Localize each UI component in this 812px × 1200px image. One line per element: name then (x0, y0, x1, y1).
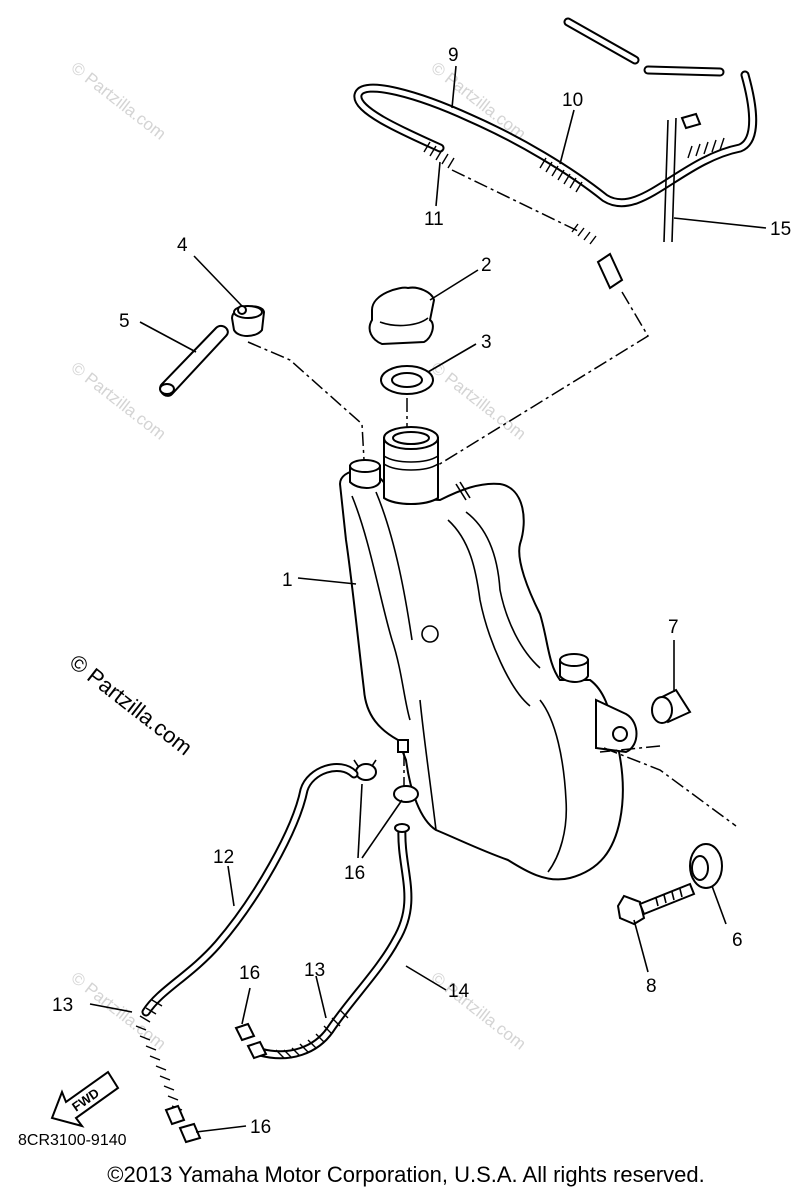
callout-6: 6 (732, 930, 743, 951)
breather-fitting (230, 305, 266, 337)
watermark-1: © Partzilla.com (68, 58, 170, 144)
callout-10: 10 (562, 90, 583, 111)
callout-13-left: 13 (52, 995, 73, 1016)
routing-line-mount (603, 747, 737, 827)
callout-7: 7 (668, 617, 679, 638)
routing-line-hose-neck (429, 291, 650, 471)
partzilla-watermark: © Partzilla.com (65, 649, 197, 760)
callout-9: 9 (448, 45, 459, 66)
callout-1: 1 (282, 570, 293, 591)
diagram-code: 8CR3100-9140 (18, 1132, 127, 1149)
watermark-6: © Partzilla.com (68, 968, 170, 1054)
overflow-hose (255, 823, 413, 1060)
routing-line-fitting (247, 341, 365, 461)
callout-14: 14 (448, 981, 470, 1002)
grommet (689, 843, 723, 889)
breather-pipe (159, 324, 229, 397)
callout-5: 5 (119, 311, 130, 332)
radiator-cap (368, 286, 436, 346)
callout-8: 8 (646, 976, 657, 997)
spring-guard-10 (539, 157, 583, 193)
callout-16-tank: 16 (344, 863, 365, 884)
leader-lines (89, 65, 767, 1133)
drain-hose (135, 762, 359, 1126)
routing-line-bolt (599, 745, 661, 753)
bolt (616, 882, 696, 926)
callout-11: 11 (424, 209, 444, 230)
callout-2: 2 (481, 255, 492, 276)
callout-12: 12 (213, 847, 234, 868)
watermark-3: © Partzilla.com (68, 358, 170, 444)
callout-16-bottom: 16 (250, 1117, 271, 1138)
gasket (380, 365, 434, 428)
forward-arrow-icon: FWD (50, 1070, 120, 1128)
copyright-notice: ©2013 Yamaha Motor Corporation, U.S.A. A… (107, 1162, 705, 1187)
callout-16-middle: 16 (239, 963, 260, 984)
callout-numbers: 1 2 3 4 5 6 7 8 9 10 11 12 13 13 14 15 1… (52, 45, 791, 1138)
callout-13-center: 13 (304, 960, 325, 981)
hose-clamp-lower (178, 1022, 268, 1144)
callout-4: 4 (177, 235, 188, 256)
spring-guard-11 (423, 141, 455, 169)
collar (651, 688, 692, 724)
reservoir-tank (338, 426, 638, 881)
overflow-hose-assembly (353, 17, 758, 290)
callout-3: 3 (481, 332, 492, 353)
watermark-7: © Partzilla.com (428, 968, 530, 1054)
watermark-4: © Partzilla.com (428, 358, 530, 444)
callout-15: 15 (770, 219, 791, 240)
watermark-2: © Partzilla.com (428, 58, 530, 144)
